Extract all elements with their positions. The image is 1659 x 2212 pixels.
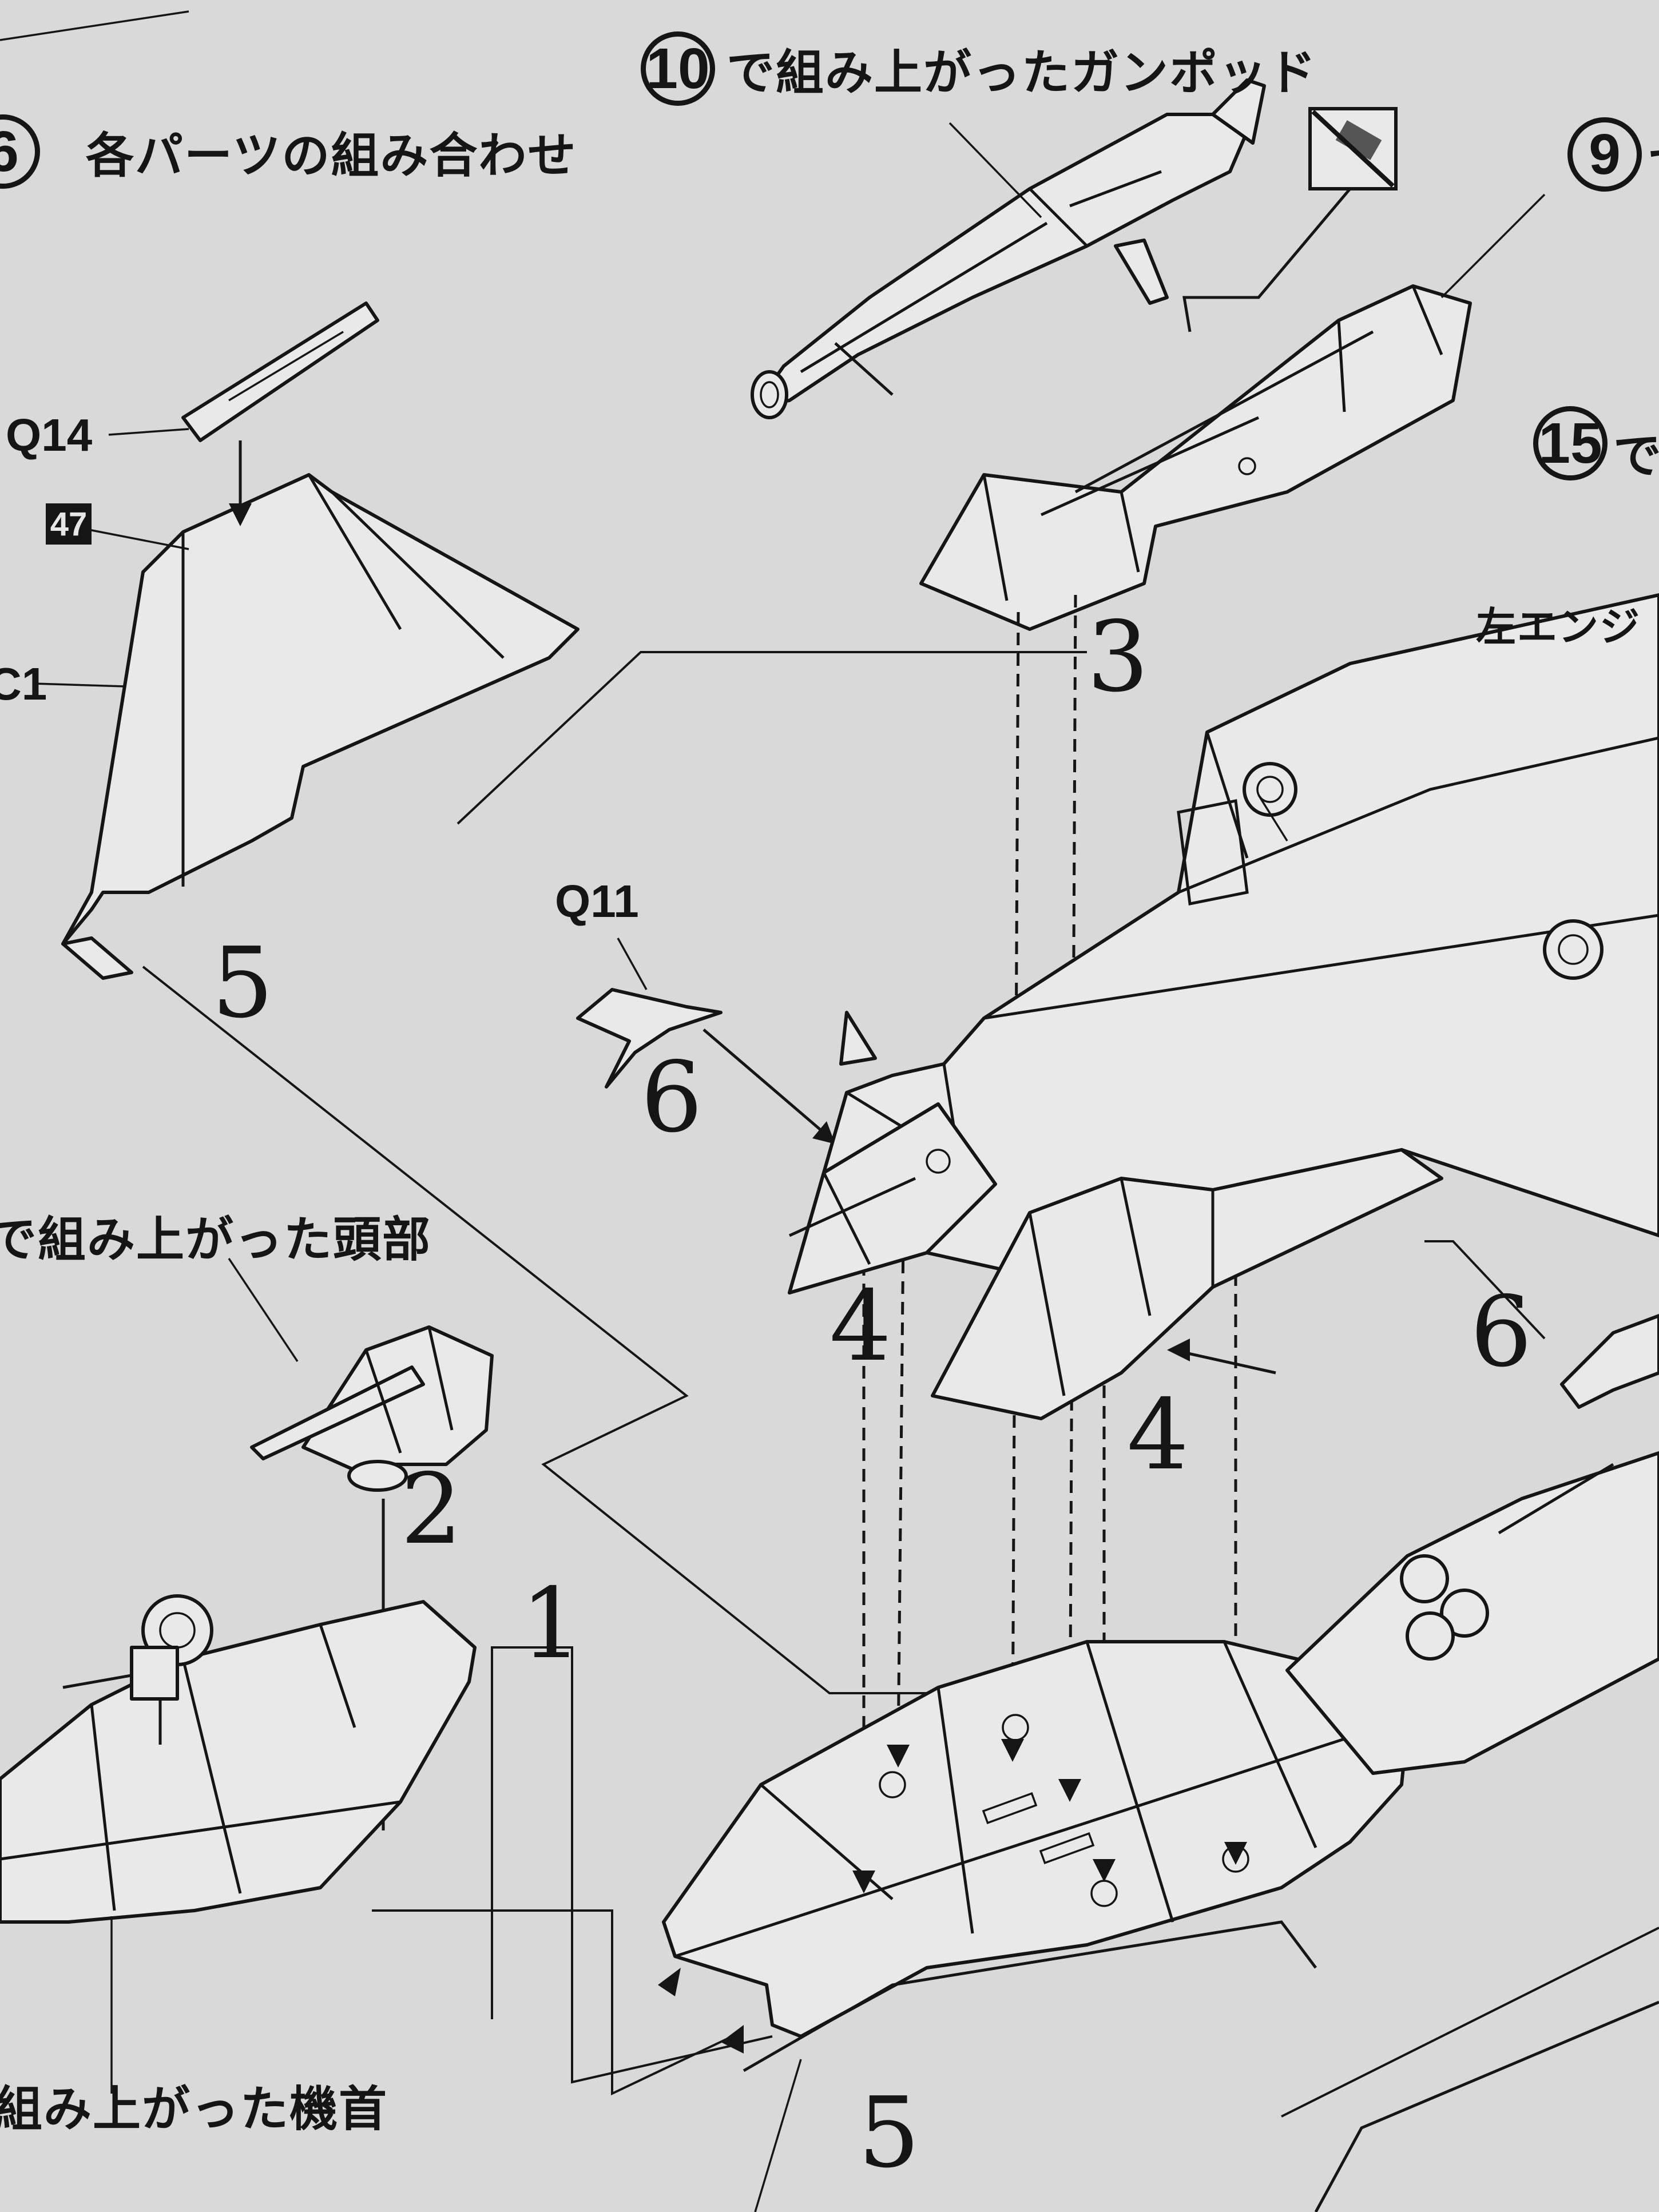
guide-arrow-7 — [658, 1968, 681, 1996]
p47-leader — [85, 528, 189, 550]
tail-fin-c1 — [61, 473, 580, 980]
guide-arrow-5 — [1224, 1842, 1247, 1865]
guide-dash-3 — [896, 1178, 906, 1751]
gunpod-part — [751, 78, 1266, 419]
guide-arrow-3 — [887, 1745, 910, 1768]
assembly-number-1: 1 — [521, 1567, 583, 1681]
assembly-number-4-right: 4 — [1127, 1379, 1189, 1492]
part-code-q14: Q14 — [6, 410, 93, 460]
ref-15-label: で — [1613, 428, 1659, 484]
guide-line-middle — [142, 966, 973, 1694]
step-title: 各パーツの組み合わせ — [86, 128, 577, 184]
guide-arrow-6 — [852, 1871, 875, 1893]
guide-arrow-4 — [1093, 1859, 1116, 1882]
assembly-number-5-lower: 5 — [858, 2076, 920, 2190]
part-q14-piece — [181, 301, 379, 442]
guide-arrow-8 — [721, 2025, 744, 2054]
engine-leader — [1257, 795, 1288, 841]
part-5-lower-fuselage — [662, 1451, 1659, 2072]
head-leader — [228, 1258, 299, 1362]
assembly-number-2: 2 — [400, 1453, 463, 1566]
guide-line-upper — [457, 651, 1087, 825]
head-label: で組み上がった頭部 — [0, 1212, 432, 1268]
part-2-head — [250, 1325, 494, 1492]
ref-9-badge: 9 — [1567, 117, 1642, 192]
no-glue-icon — [1308, 107, 1398, 190]
page-border-line — [0, 10, 189, 41]
part-3-arm — [919, 284, 1472, 631]
nose-label: 組み上がった機首 — [0, 2081, 388, 2137]
gunpod-label: で組み上がったガンポッド — [727, 45, 1317, 101]
assembly-number-6-right: 6 — [1470, 1276, 1533, 1389]
guide-line-right — [1424, 1240, 1546, 1340]
upper-fuselage-right — [788, 593, 1659, 1294]
q14-arrow-head — [229, 503, 252, 526]
assembly-number-6-left: 6 — [641, 1041, 703, 1154]
guide-dash-2 — [1068, 594, 1077, 1785]
assembly-number-5-upper: 5 — [212, 927, 274, 1040]
part-code-c1: C1 — [0, 658, 47, 709]
part-code-47: 47 — [46, 503, 92, 545]
ref-15-badge: 15 — [1533, 406, 1608, 480]
part-4-arrow-head — [1167, 1339, 1190, 1361]
gunpod-leader — [948, 122, 1042, 219]
q14-leader — [108, 428, 189, 436]
assembly-number-4-left: 4 — [830, 1270, 892, 1383]
part-q11-piece — [576, 988, 723, 1089]
q11-arrow-line — [703, 1028, 825, 1134]
c1-leader — [34, 682, 126, 688]
guide-arrow-1 — [1001, 1739, 1024, 1762]
bottom-right-panel — [1314, 2000, 1659, 2212]
no-glue-leader — [1182, 188, 1351, 332]
gunpod-ref-badge: 10 — [641, 31, 715, 106]
part-5-leader — [754, 2059, 802, 2212]
part-4-right-block — [931, 1148, 1443, 1420]
part-9-leader — [1440, 193, 1546, 299]
part-1-nose — [0, 1594, 477, 1924]
ref-9-label: で — [1648, 129, 1659, 198]
q11-leader — [617, 938, 648, 990]
assembly-number-3: 3 — [1087, 601, 1149, 714]
guide-arrow-2 — [1058, 1779, 1081, 1802]
guide-line-lower-2 — [491, 1646, 773, 2084]
part-6-right-fin — [1560, 1314, 1659, 1409]
q11-arrow-head — [812, 1121, 835, 1144]
part-code-q11: Q11 — [555, 876, 639, 927]
guide-line-bottom-right — [1281, 1927, 1659, 2118]
part-4-left-block — [788, 1102, 997, 1294]
engine-left-label: 左エンジ — [1476, 603, 1641, 650]
